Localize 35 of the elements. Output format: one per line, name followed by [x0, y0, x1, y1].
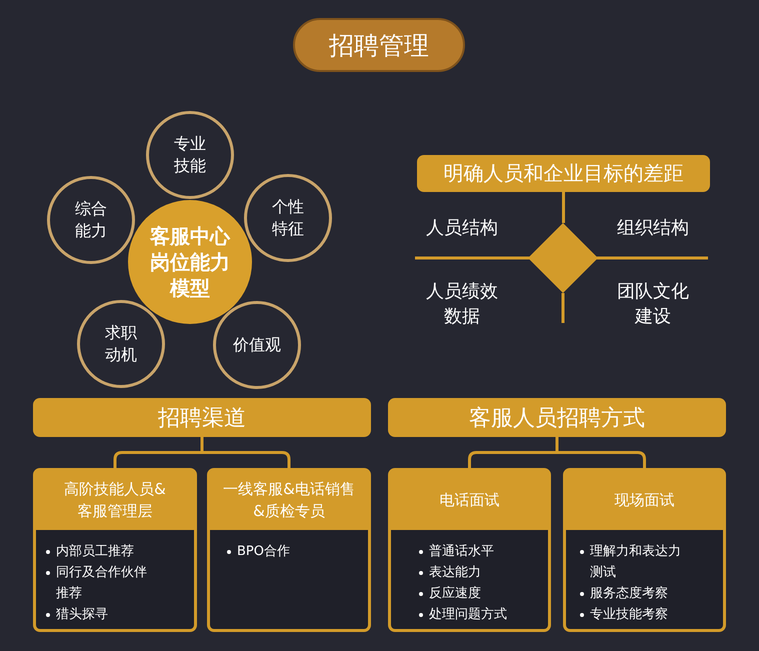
- center-circle: 客服中心岗位能力模型: [128, 200, 252, 324]
- list-item: 专业技能考察: [590, 606, 668, 624]
- petal-circle: 专业技能: [146, 111, 234, 199]
- list-item: 普通话水平: [429, 542, 494, 561]
- list-item: 猎头探寻: [56, 606, 108, 624]
- quadrant-label: 团队文化建设: [616, 280, 690, 329]
- petal-circle: 综合能力: [47, 176, 135, 264]
- list-item: 表达能力: [429, 564, 481, 582]
- quadrant-label: 人员结构: [425, 216, 499, 240]
- list-item: 同行及合作伙伴推荐: [56, 564, 148, 603]
- card-header: 电话面试: [391, 471, 548, 530]
- quadrant-label: 组织结构: [616, 216, 690, 240]
- title-banner: 招聘管理: [293, 18, 465, 72]
- category-card: [388, 468, 551, 632]
- petal-circle: 个性特征: [244, 174, 332, 262]
- quadrant-label: 人员绩效数据: [425, 280, 499, 329]
- list-item: 服务态度考察: [590, 585, 668, 603]
- list-item: 内部员工推荐: [56, 543, 134, 561]
- petal-circle: 价值观: [213, 301, 301, 389]
- category-card: [563, 468, 726, 632]
- header-bar: 招聘渠道: [33, 398, 371, 437]
- petal-circle: 求职动机: [77, 300, 165, 388]
- list-item: 处理问题方式: [429, 606, 507, 624]
- category-card: [33, 468, 197, 632]
- list-item: BPO合作: [237, 543, 290, 561]
- connector-line: [562, 192, 565, 223]
- category-card: [207, 468, 371, 632]
- header-bar: 客服人员招聘方式: [388, 398, 726, 437]
- card-header: 高阶技能人员&客服管理层: [36, 471, 194, 530]
- diamond-shape: [528, 223, 598, 293]
- card-header: 一线客服&电话销售&质检专员: [210, 471, 368, 530]
- header-bar: 明确人员和企业目标的差距: [417, 155, 710, 192]
- card-header: 现场面试: [566, 471, 723, 530]
- list-item: 理解力和表达力测试: [590, 543, 682, 582]
- list-item: 反应速度: [429, 585, 481, 603]
